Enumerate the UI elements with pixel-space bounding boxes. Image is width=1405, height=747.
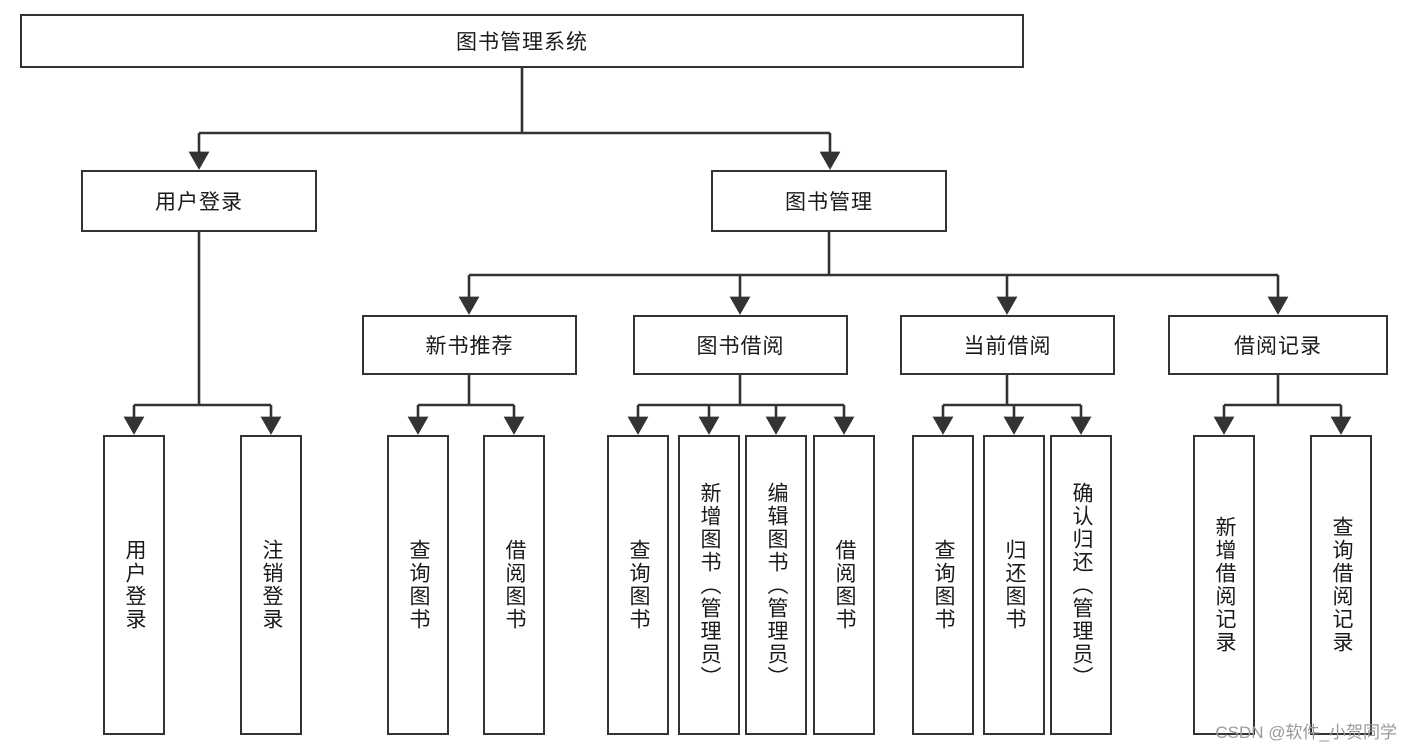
node-label: 查询图书 (627, 539, 650, 631)
node-nbr-query-book[interactable]: 查询图书 (387, 435, 449, 735)
node-label: 新增借阅记录 (1213, 516, 1236, 654)
node-label: 查询图书 (932, 539, 955, 631)
node-book-borrow[interactable]: 图书借阅 (633, 315, 848, 375)
watermark: CSDN @软件_小贺同学 (1215, 723, 1397, 742)
node-user-login[interactable]: 用户登录 (81, 170, 317, 232)
node-new-book-rec[interactable]: 新书推荐 (362, 315, 577, 375)
node-label: 用户登录 (123, 539, 146, 631)
node-br-add-record[interactable]: 新增借阅记录 (1193, 435, 1255, 735)
node-bb-borrow-book[interactable]: 借阅图书 (813, 435, 875, 735)
node-label: 图书管理 (785, 191, 873, 214)
node-user-logout[interactable]: 注销登录 (240, 435, 302, 735)
node-label: 图书借阅 (696, 335, 785, 358)
node-current-borrow[interactable]: 当前借阅 (900, 315, 1115, 375)
node-book-manage[interactable]: 图书管理 (711, 170, 947, 232)
node-user-login-do[interactable]: 用户登录 (103, 435, 165, 735)
node-cb-return-book[interactable]: 归还图书 (983, 435, 1045, 735)
node-label: 图书管理系统 (456, 31, 588, 54)
node-label: 注销登录 (260, 539, 283, 631)
node-root[interactable]: 图书管理系统 (20, 14, 1024, 68)
node-label: 归还图书 (1003, 539, 1026, 631)
node-label: 确认归还（管理员） (1070, 481, 1093, 689)
node-br-query-record[interactable]: 查询借阅记录 (1310, 435, 1372, 735)
node-label: 当前借阅 (963, 335, 1052, 358)
node-label: 查询图书 (407, 539, 430, 631)
node-bb-query-book[interactable]: 查询图书 (607, 435, 669, 735)
node-label: 新书推荐 (425, 335, 514, 358)
node-label: 用户登录 (155, 191, 243, 214)
node-label: 新增图书（管理员） (698, 481, 721, 689)
node-cb-query-book[interactable]: 查询图书 (912, 435, 974, 735)
node-cb-confirm-return[interactable]: 确认归还（管理员） (1050, 435, 1112, 735)
node-borrow-record[interactable]: 借阅记录 (1168, 315, 1388, 375)
node-label: 查询借阅记录 (1330, 516, 1353, 654)
node-bb-add-book[interactable]: 新增图书（管理员） (678, 435, 740, 735)
node-label: 借阅图书 (833, 539, 856, 631)
node-label: 借阅图书 (503, 539, 526, 631)
node-nbr-borrow-book[interactable]: 借阅图书 (483, 435, 545, 735)
node-bb-edit-book[interactable]: 编辑图书（管理员） (745, 435, 807, 735)
node-label: 编辑图书（管理员） (765, 481, 788, 689)
node-label: 借阅记录 (1234, 335, 1322, 358)
